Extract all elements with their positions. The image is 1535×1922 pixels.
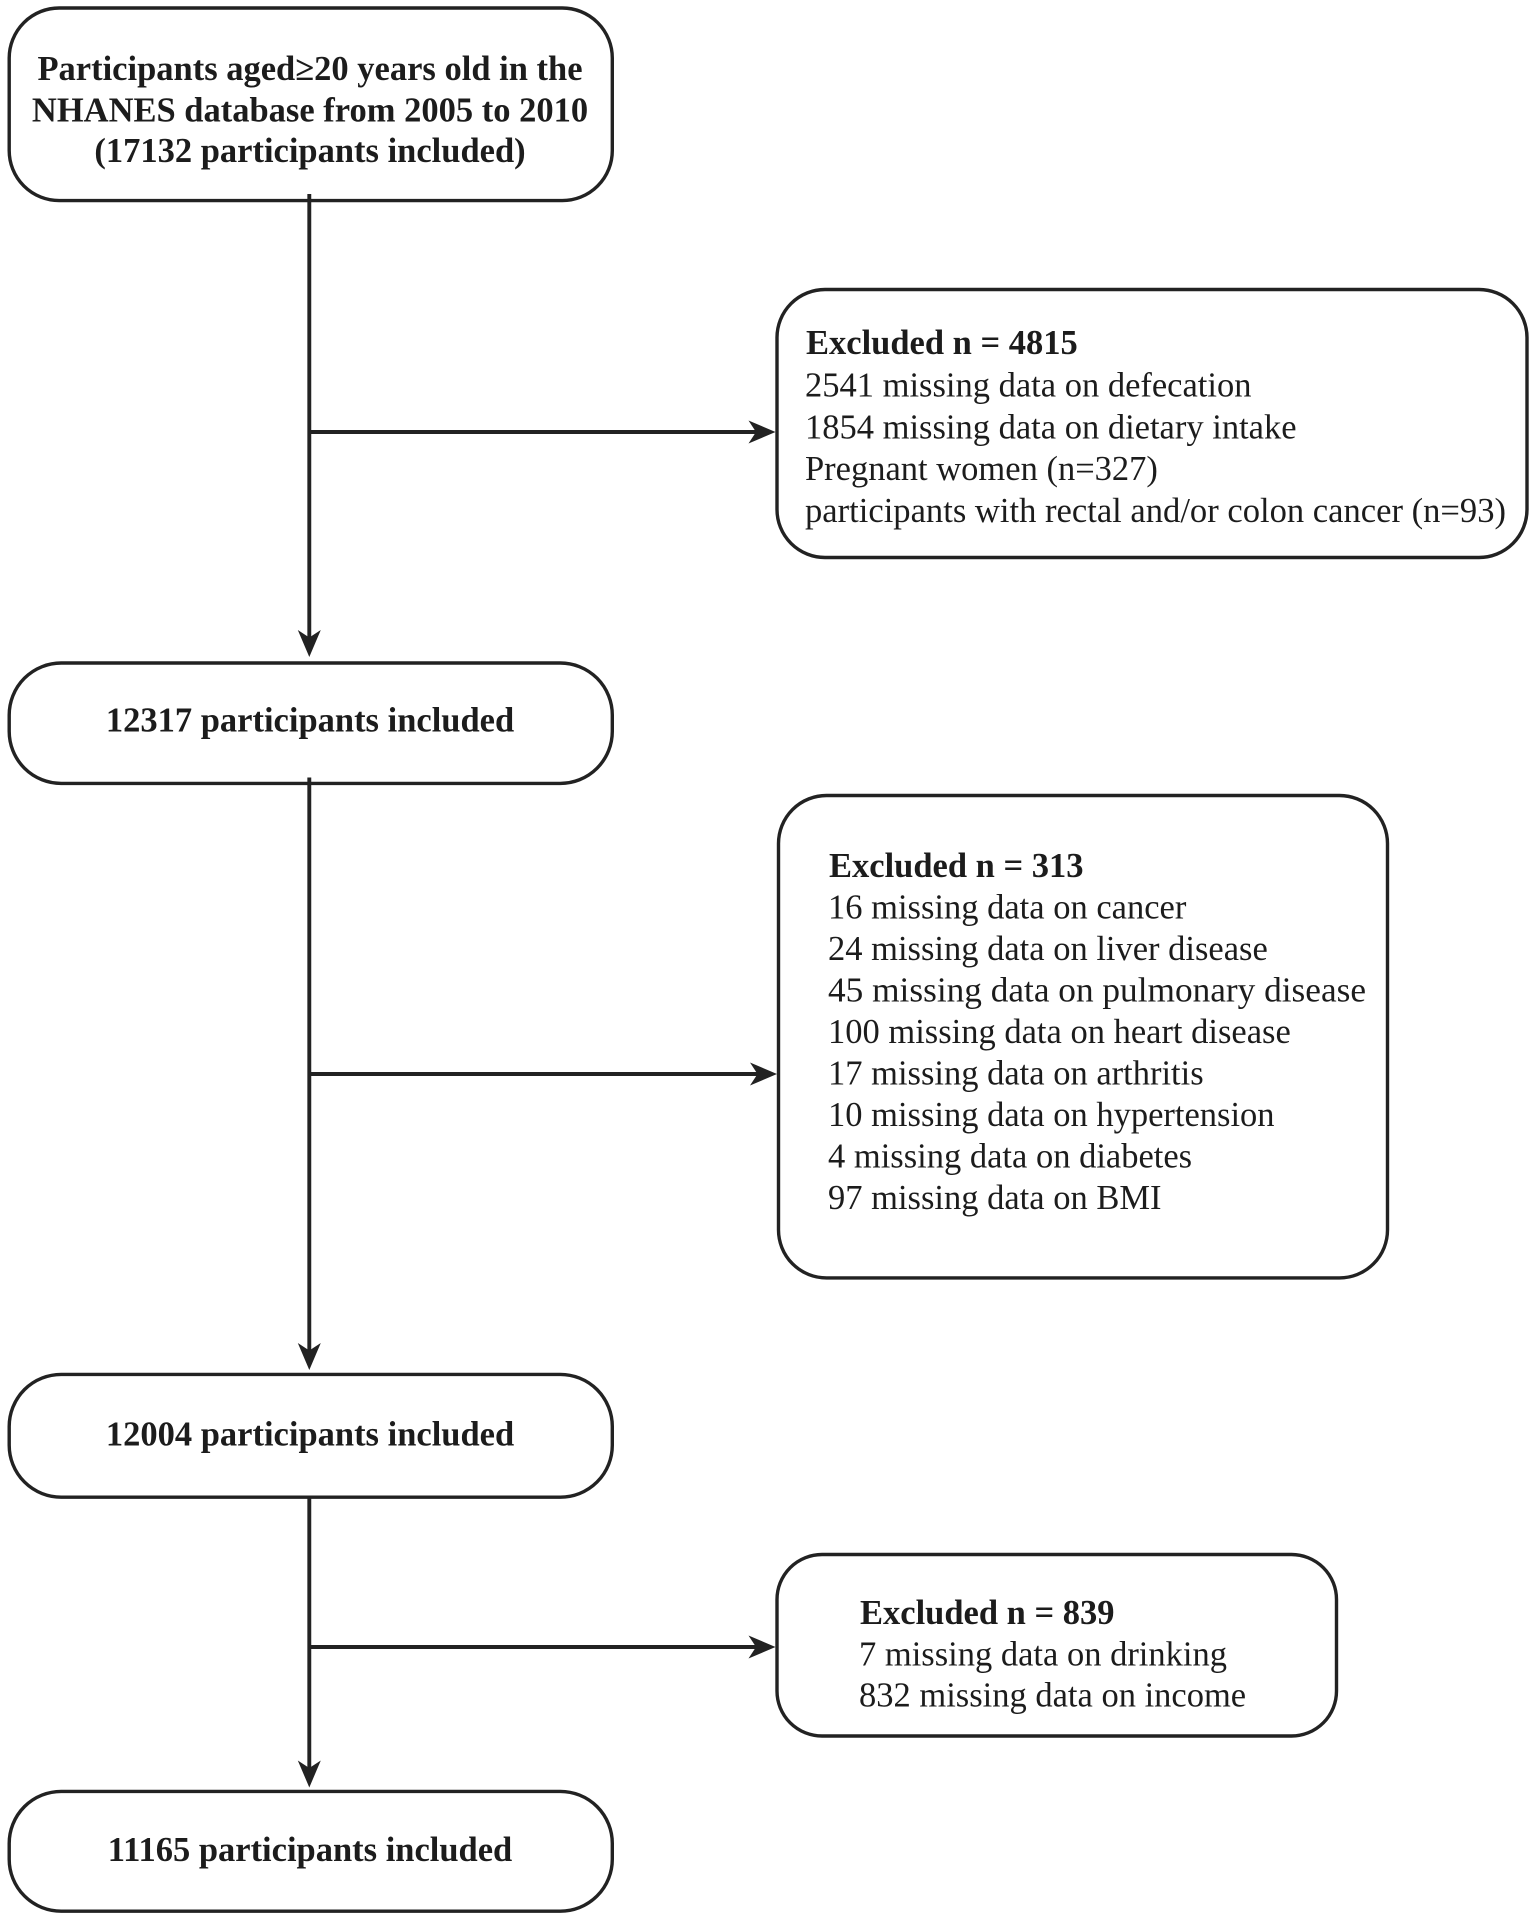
svg-text:12004 participants included: 12004 participants included: [106, 1416, 514, 1454]
svg-text:16 missing data on cancer: 16 missing data on cancer: [828, 889, 1187, 927]
svg-text:(17132 participants included): (17132 participants included): [94, 132, 525, 170]
svg-text:97 missing data on BMI: 97 missing data on BMI: [828, 1179, 1162, 1217]
svg-text:4 missing data on diabetes: 4 missing data on diabetes: [828, 1138, 1192, 1176]
svg-text:2541 missing data on defecatio: 2541 missing data on defecation: [805, 367, 1251, 405]
svg-text:Excluded n = 839: Excluded n = 839: [860, 1594, 1115, 1632]
svg-text:Participants aged≥20 years old: Participants aged≥20 years old in the: [37, 50, 582, 88]
svg-text:24 missing data on liver disea: 24 missing data on liver disease: [828, 930, 1268, 968]
svg-text:10 missing data on hypertensio: 10 missing data on hypertension: [828, 1096, 1275, 1134]
svg-text:832 missing data on income: 832 missing data on income: [859, 1677, 1246, 1715]
svg-text:Pregnant women (n=327): Pregnant women (n=327): [805, 450, 1158, 488]
svg-text:1854 missing data on dietary i: 1854 missing data on dietary intake: [805, 409, 1297, 447]
svg-text:45 missing data on pulmonary d: 45 missing data on pulmonary disease: [828, 972, 1366, 1010]
svg-text:100 missing data on heart dise: 100 missing data on heart disease: [828, 1013, 1291, 1051]
svg-text:NHANES database from 2005 to 2: NHANES database from 2005 to 2010: [32, 92, 588, 130]
svg-text:7 missing data on drinking: 7 missing data on drinking: [859, 1636, 1227, 1674]
svg-text:participants with rectal and/o: participants with rectal and/or colon ca…: [805, 492, 1506, 530]
svg-text:Excluded n = 313: Excluded n = 313: [829, 847, 1084, 885]
svg-text:12317 participants included: 12317 participants included: [106, 702, 514, 740]
svg-text:17 missing data on arthritis: 17 missing data on arthritis: [828, 1055, 1204, 1093]
svg-text:Excluded n = 4815: Excluded n = 4815: [806, 324, 1078, 362]
svg-text:11165 participants included: 11165 participants included: [108, 1831, 513, 1869]
